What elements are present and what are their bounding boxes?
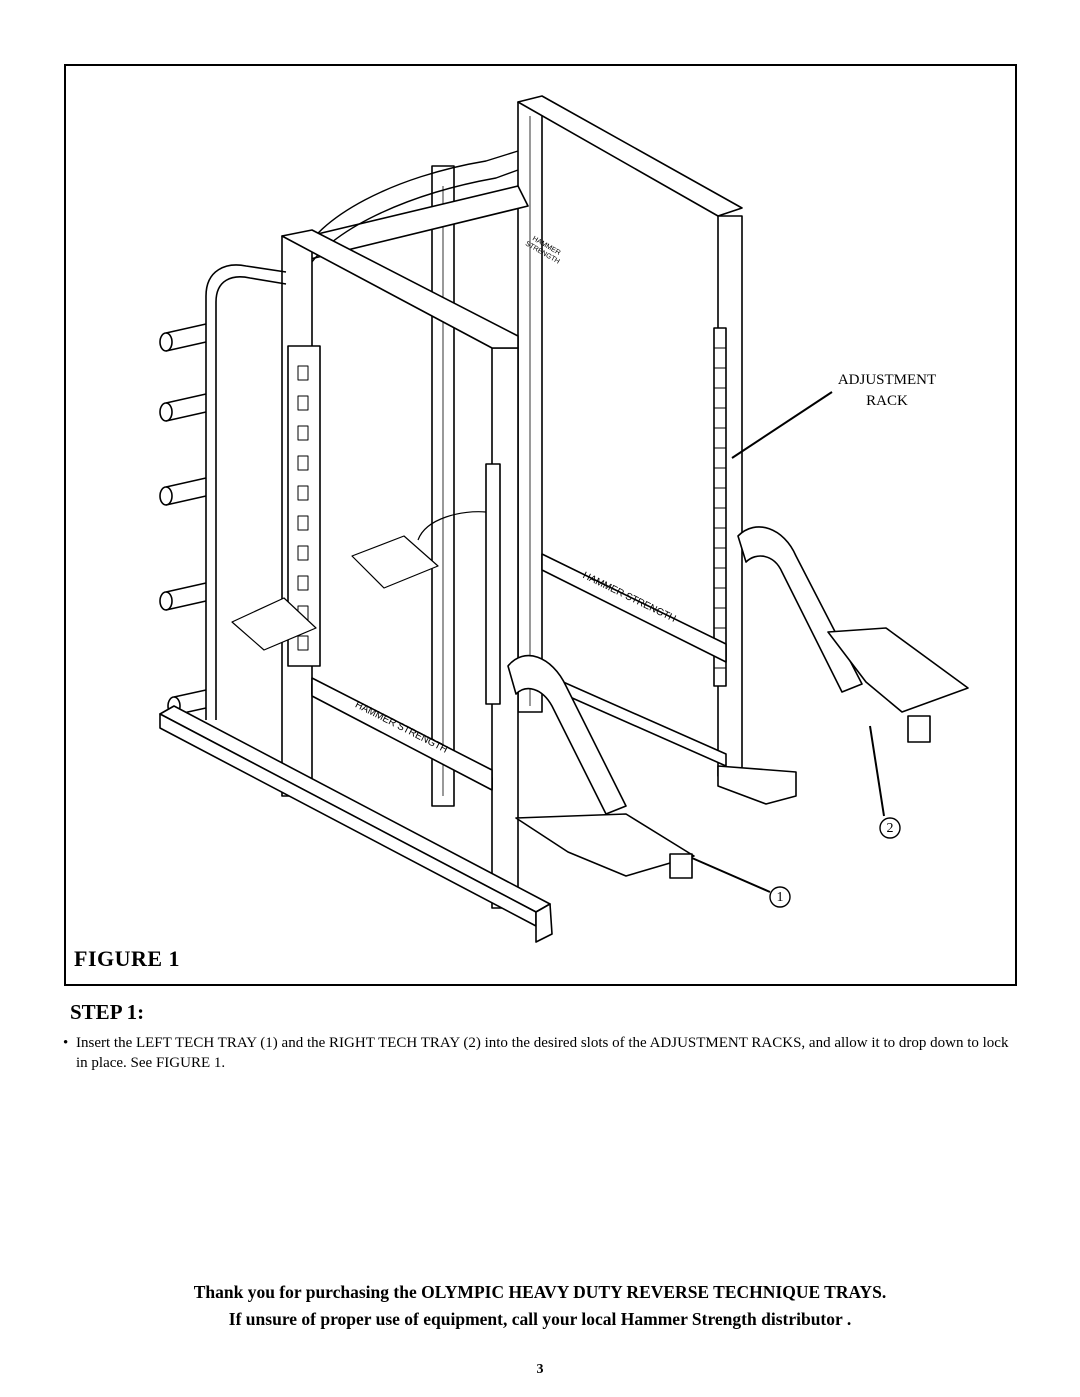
weight-horns <box>159 323 207 716</box>
bullet: • <box>63 1035 69 1051</box>
step-heading: STEP 1: <box>70 1000 145 1024</box>
rack-front-left-upright <box>281 235 321 797</box>
side-crossbar <box>541 553 727 663</box>
callout-circle-2 <box>879 817 901 839</box>
left-tray-leader <box>691 857 771 893</box>
front-crossbar <box>311 677 493 791</box>
thanks-line: Thank you for purchasing the OLYMPIC HEA… <box>193 1282 887 1302</box>
rack-front-middle-upright <box>281 229 519 909</box>
step-instruction-text: Insert the LEFT TECH TRAY (1) and the RI… <box>76 1035 1009 1071</box>
right-tray-leader <box>869 725 885 817</box>
callout-adjustment-rack-line-1: ADJUSTMENT <box>837 372 937 388</box>
adjustment-rack-slots <box>714 347 726 669</box>
help-line: If unsure of proper use of equipment, ca… <box>228 1309 852 1329</box>
figure-frame: ADJUSTMENT RACK 2 1 HAMMER STRENGTH HAMM… <box>64 64 1017 986</box>
rack-front-right-upright <box>713 215 743 777</box>
left-tech-tray <box>507 654 695 879</box>
adjustment-rack-leader <box>731 391 833 459</box>
power-rack-illustration <box>159 95 969 943</box>
callout-circle-1 <box>769 886 791 908</box>
rack-back-left-upright <box>431 165 455 807</box>
callout-adjustment-rack: ADJUSTMENT RACK <box>822 370 952 412</box>
callout-adjustment-rack-line-2: RACK <box>866 393 908 409</box>
inner-tray-shelves <box>231 511 487 651</box>
rack-base-frame <box>159 661 797 943</box>
figure-caption: FIGURE 1 <box>74 946 181 971</box>
weight-horn-column <box>159 264 287 720</box>
rack-top-rear-frame <box>283 95 743 272</box>
callout-number-2: 2 <box>886 821 894 836</box>
callout-number-1: 1 <box>776 890 784 905</box>
step-instruction: • Insert the LEFT TECH TRAY (1) and the … <box>63 1033 1023 1073</box>
page-number: 3 <box>536 1362 544 1377</box>
right-tech-tray <box>737 526 969 743</box>
